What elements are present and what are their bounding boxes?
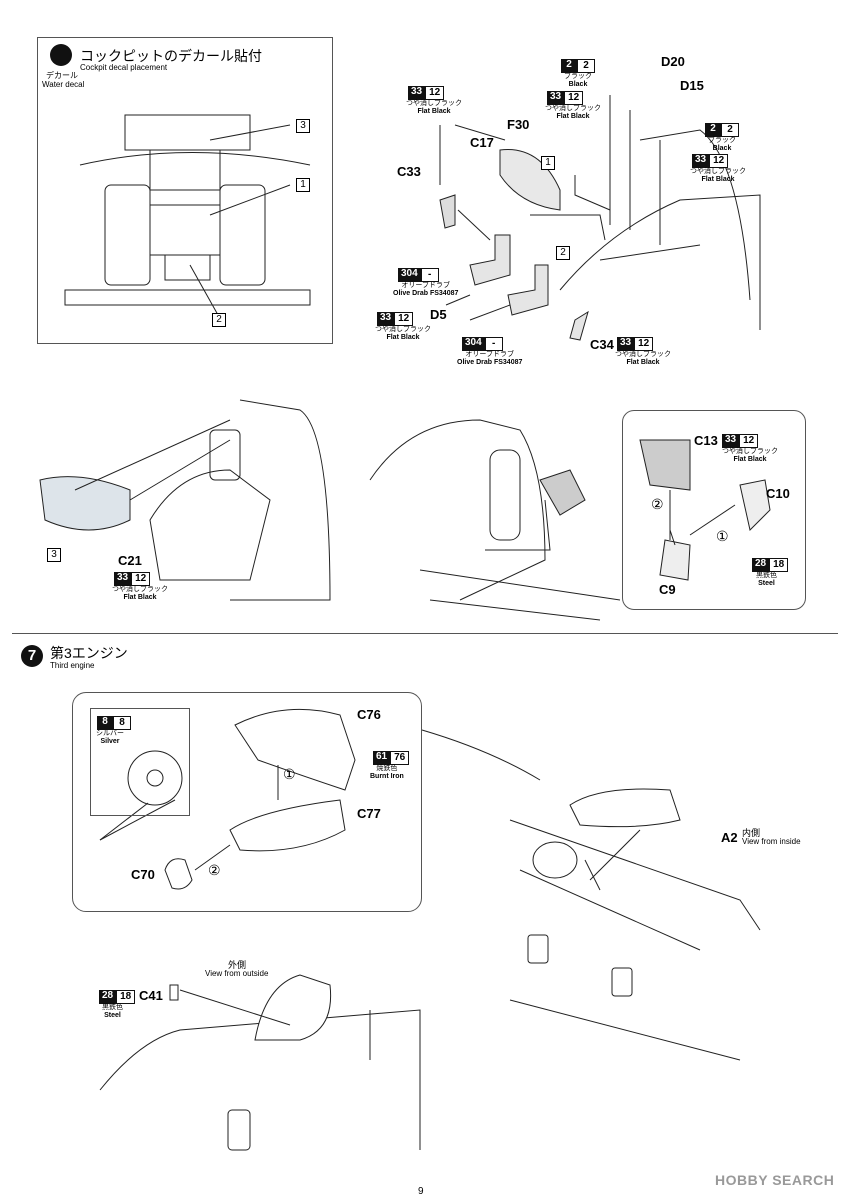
step-marker-1a: ① (716, 528, 729, 544)
step-marker-2a: ② (651, 496, 664, 512)
cockpit-decal-subtitle: Cockpit decal placement (80, 63, 168, 72)
part-d15: D15 (680, 78, 704, 93)
page-number: 9 (418, 1186, 424, 1197)
inside-label-en: View from inside (742, 837, 801, 846)
engine-title: 第3エンジン (50, 645, 128, 661)
decal-icon (50, 44, 72, 66)
detail-panel-c9 (622, 410, 806, 610)
engine-subtitle: Third engine (50, 661, 95, 670)
part-c17: C17 (470, 135, 494, 150)
part-d5: D5 (430, 307, 447, 322)
part-f30: F30 (507, 117, 530, 132)
engine-subassembly-panel (72, 692, 422, 912)
decal-marker-1: 1 (541, 156, 555, 170)
decal-marker-2: 2 (556, 246, 570, 260)
cockpit-decal-title: コックピットのデカール貼付 (80, 48, 262, 64)
engine-fan-inset (90, 708, 190, 816)
color-badge-olive-1: 304- (398, 268, 439, 282)
decal-label-jp: デカール (46, 71, 78, 80)
cockpit-marker-2: 2 (212, 313, 226, 327)
part-d20: D20 (661, 54, 685, 69)
hobby-search-watermark: HOBBY SEARCH (715, 1172, 835, 1188)
part-c41: C41 (139, 988, 163, 1003)
part-c77: C77 (357, 806, 381, 821)
step-marker-2b: ② (208, 862, 221, 878)
outside-label-en: View from outside (205, 969, 269, 978)
section-divider (12, 633, 838, 634)
color-badge-olive-2: 304- (462, 337, 503, 351)
decal-label-en: Water decal (42, 80, 85, 89)
step-marker-1b: ① (283, 766, 296, 782)
inside-label-jp: 内側 (742, 828, 761, 838)
outside-label-jp: 外側 (228, 960, 247, 970)
part-c76: C76 (357, 707, 381, 722)
part-c21: C21 (118, 553, 142, 568)
part-c33: C33 (397, 164, 421, 179)
step-number-badge: 7 (21, 645, 43, 667)
cockpit-decal-panel (37, 37, 333, 344)
part-c10: C10 (766, 486, 790, 501)
part-c13: C13 (694, 433, 718, 448)
cockpit-marker-3: 3 (296, 119, 310, 133)
cockpit-marker-1: 1 (296, 178, 310, 192)
part-c9: C9 (659, 582, 676, 597)
part-c70: C70 (131, 867, 155, 882)
decal-marker-3: 3 (47, 548, 61, 562)
part-a2: A2 (721, 830, 738, 845)
part-c34: C34 (590, 337, 614, 352)
